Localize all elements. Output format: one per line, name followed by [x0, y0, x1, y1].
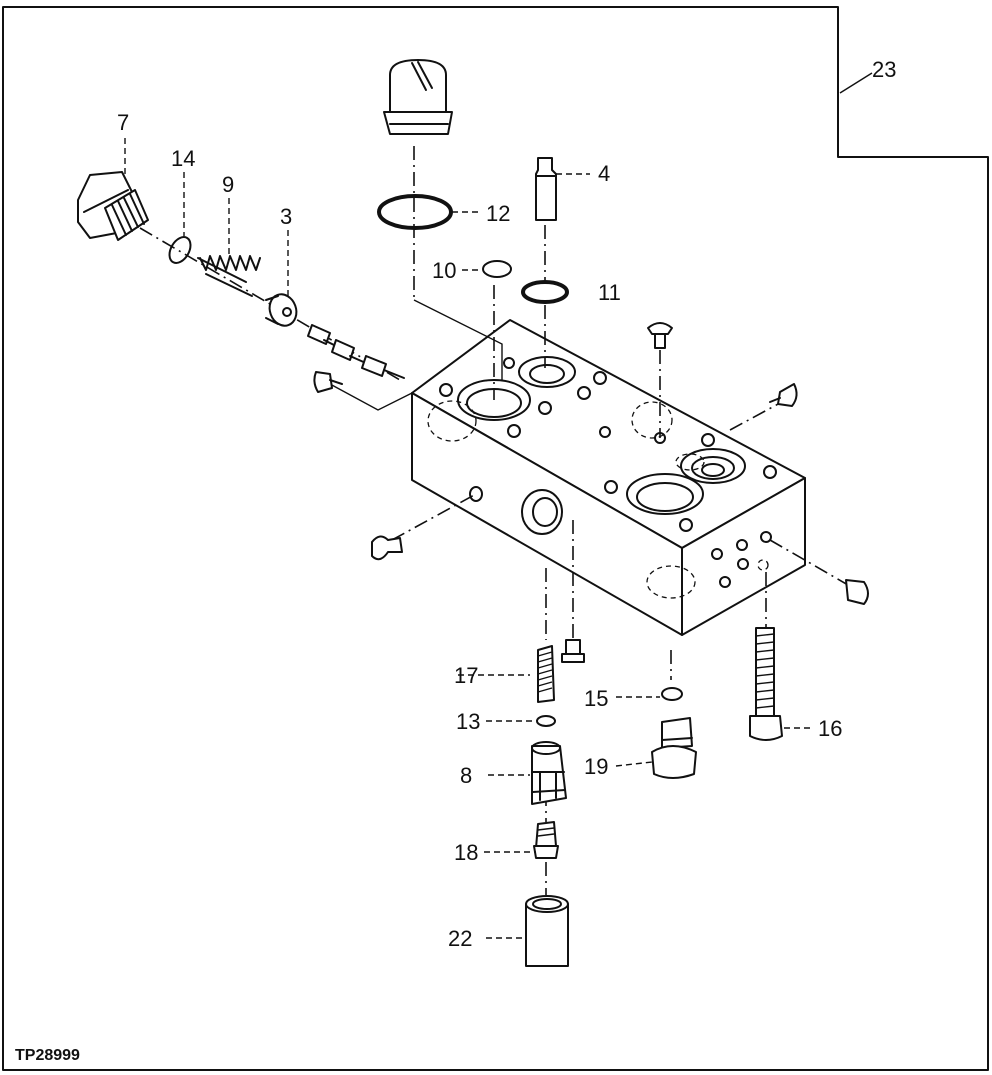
figure-reference: TP28999: [15, 1047, 80, 1064]
callout-8: 8: [460, 763, 472, 788]
screw-top-left: [313, 371, 343, 393]
callout-23: 23: [872, 57, 896, 82]
callout-19: 19: [584, 754, 608, 779]
o-ring-14: [168, 236, 192, 264]
spring-seat-3: [265, 293, 298, 327]
spring-9: [197, 255, 261, 297]
callout-9: 9: [222, 172, 234, 197]
callout-11: 11: [598, 280, 621, 305]
callout-18: 18: [454, 840, 478, 865]
callout-12: 12: [486, 201, 510, 226]
seal-10: [482, 260, 512, 278]
sleeve-22: [525, 895, 569, 967]
frame-border: [2, 6, 989, 1071]
leader-lines: [124, 138, 814, 939]
screw-top: [647, 322, 673, 349]
screw-right-front: [845, 579, 869, 605]
sleeve-8: [531, 741, 567, 805]
leader-23: [839, 72, 873, 94]
callout-3: 3: [280, 204, 292, 229]
callout-7: 7: [117, 110, 129, 135]
valve-block: [411, 319, 806, 636]
o-ring-15: [661, 687, 683, 701]
callout-10: 10: [432, 258, 456, 283]
plug-19: [651, 717, 697, 779]
pin-4: [535, 157, 557, 221]
screw-left-front: [371, 535, 403, 561]
o-ring-11: [521, 280, 569, 304]
plug-18: [533, 821, 559, 859]
plug-7: [77, 171, 149, 241]
screw-bottom: [561, 639, 585, 663]
spool: [307, 324, 405, 379]
callout-22: 22: [448, 926, 472, 951]
callout-4: 4: [598, 161, 610, 186]
o-ring-12: [377, 194, 453, 230]
o-ring-13: [536, 715, 556, 727]
callout-14: 14: [171, 146, 195, 171]
callout-16: 16: [818, 716, 842, 741]
cap-plug: [383, 59, 453, 135]
callout-15: 15: [584, 686, 608, 711]
bolt-16: [749, 627, 783, 741]
stud-17: [537, 645, 555, 703]
screw-right-top: [769, 383, 798, 407]
callout-13: 13: [456, 709, 480, 734]
callout-17: 17: [454, 663, 478, 688]
